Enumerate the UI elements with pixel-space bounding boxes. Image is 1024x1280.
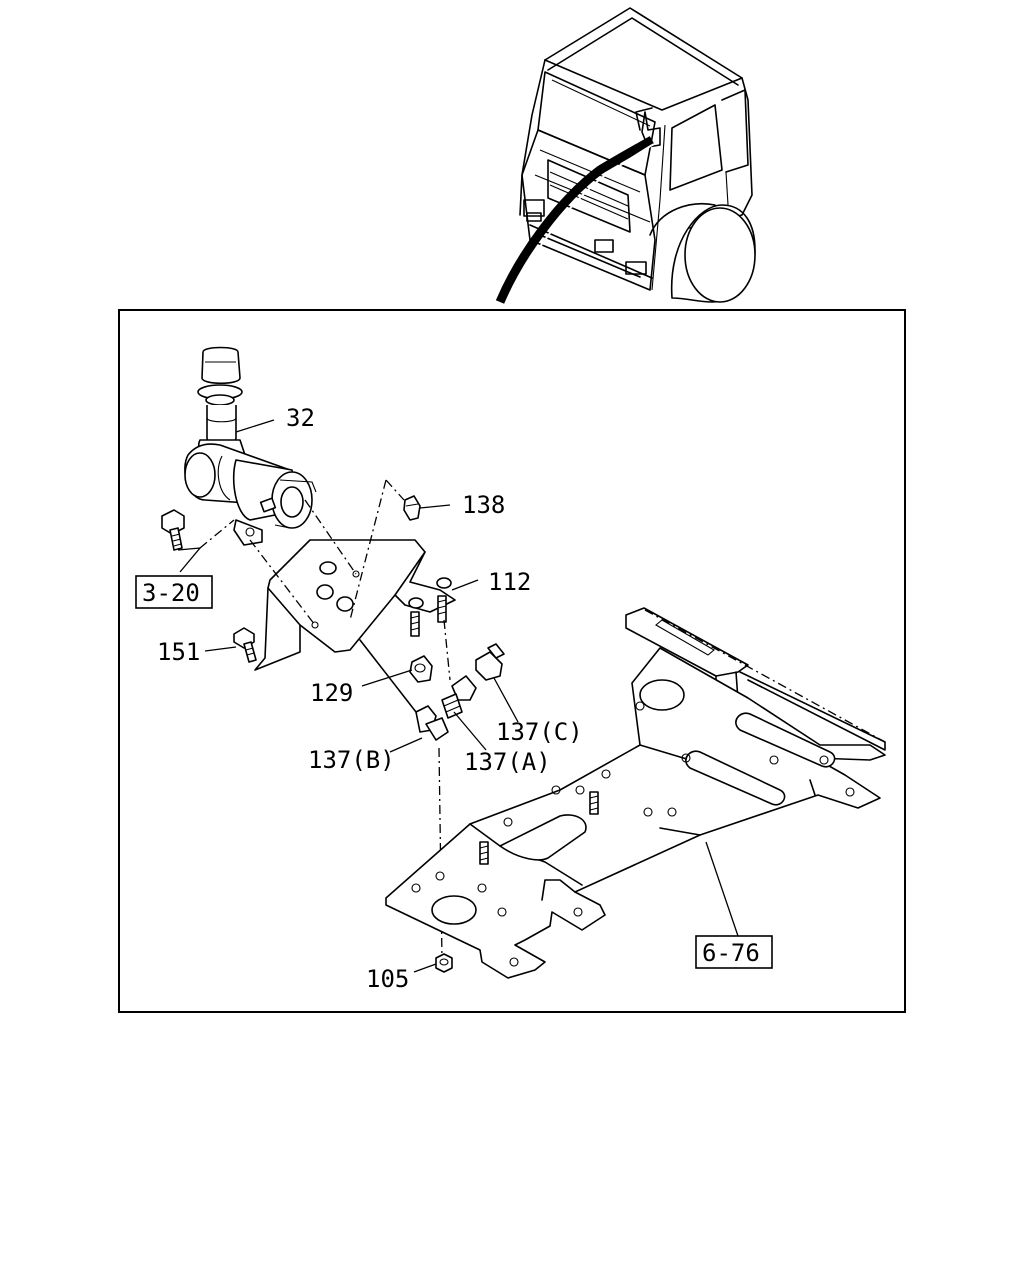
part-6-76-plate bbox=[385, 607, 886, 979]
part-137b-fitting bbox=[415, 705, 449, 741]
bracket-studs bbox=[410, 595, 447, 637]
callout-32: 32 bbox=[286, 404, 315, 432]
part-105-nut bbox=[435, 953, 453, 973]
callout-129: 129 bbox=[310, 679, 353, 707]
part-137a-fitting bbox=[441, 675, 477, 719]
ref-box-3-20 bbox=[135, 575, 213, 609]
part-129-connector bbox=[409, 655, 433, 683]
leader-32 bbox=[235, 419, 275, 433]
pipe-line bbox=[359, 639, 417, 713]
dashline-138-b bbox=[349, 479, 387, 621]
reference-6-76: 6-76 bbox=[702, 939, 760, 967]
part-138-fitting bbox=[403, 495, 421, 521]
reference-3-20: 3-20 bbox=[142, 579, 200, 607]
part-32-unit bbox=[184, 346, 317, 546]
leader-137a bbox=[453, 711, 487, 751]
callout-151: 151 bbox=[157, 638, 200, 666]
callout-137b: 137(B) bbox=[308, 746, 395, 774]
leader-112 bbox=[451, 579, 479, 591]
dashline-137a bbox=[443, 619, 451, 681]
callout-112: 112 bbox=[488, 568, 531, 596]
ref-box-6-76 bbox=[695, 935, 773, 969]
dashline-138-a bbox=[385, 479, 405, 501]
detail-frame bbox=[118, 309, 906, 1013]
leader-129 bbox=[361, 669, 413, 687]
leader-137b bbox=[389, 737, 423, 753]
leader-105 bbox=[413, 963, 437, 973]
dashline-unit-bracket bbox=[304, 499, 357, 575]
callout-137c: 137(C) bbox=[496, 718, 583, 746]
callout-137a: 137(A) bbox=[464, 748, 551, 776]
leader-3-20 bbox=[177, 547, 202, 573]
leader-138 bbox=[419, 504, 451, 509]
leader-151 bbox=[204, 646, 237, 652]
leader-137c bbox=[493, 677, 519, 723]
dashline-unit-bracket-2 bbox=[249, 539, 316, 626]
part-112-bracket bbox=[254, 539, 456, 671]
truck-cab-illustration bbox=[495, 7, 756, 304]
callout-105: 105 bbox=[366, 965, 409, 993]
leader-6-76 bbox=[705, 841, 739, 937]
screw-3-20 bbox=[161, 509, 185, 551]
part-151-bolt bbox=[233, 627, 257, 663]
dashline-32-screw bbox=[199, 519, 235, 549]
part-137c-fitting bbox=[475, 643, 505, 681]
callout-138: 138 bbox=[462, 491, 505, 519]
